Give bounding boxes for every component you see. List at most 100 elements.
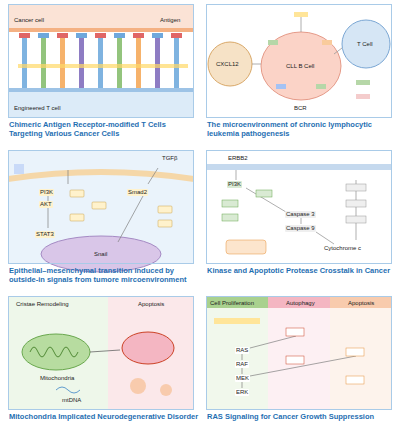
diagram-label: Cytochrome c bbox=[323, 245, 362, 252]
car-receptor bbox=[174, 36, 179, 88]
ground bbox=[206, 296, 268, 410]
kinase-illustration bbox=[206, 150, 392, 264]
car-receptor bbox=[98, 36, 103, 88]
vesicle bbox=[130, 378, 146, 394]
protein-box bbox=[92, 202, 106, 209]
wire bbox=[48, 168, 158, 242]
dna-strand bbox=[56, 387, 80, 393]
protein-box bbox=[158, 220, 172, 227]
membrane bbox=[206, 164, 392, 170]
car-receptor bbox=[22, 36, 27, 88]
membrane bbox=[8, 169, 194, 182]
caption: Mitochondria Implicated Neurodegenerativ… bbox=[9, 413, 199, 422]
protein-box bbox=[276, 84, 286, 89]
diagram-label: CLL B Cell bbox=[285, 63, 315, 70]
damaged-mitochondrion bbox=[122, 332, 174, 364]
caption: Epithelial–mesenchymal transition induce… bbox=[9, 267, 199, 284]
cll-illustration bbox=[206, 4, 392, 118]
ground bbox=[206, 150, 392, 264]
receptor bbox=[14, 164, 24, 174]
antigen bbox=[152, 33, 163, 38]
mitochondria-illustration bbox=[8, 296, 194, 410]
ground bbox=[268, 296, 330, 410]
protein-box bbox=[294, 12, 308, 17]
antigen bbox=[114, 33, 125, 38]
diagram-label: ERBB2 bbox=[227, 155, 249, 162]
column-header bbox=[268, 296, 330, 308]
car-receptor bbox=[155, 36, 160, 88]
antigen bbox=[57, 33, 68, 38]
diagram-label: Cristae Remodeling bbox=[15, 301, 70, 308]
caption: Kinase and Apoptotic Protease Crosstalk … bbox=[207, 267, 397, 276]
mitochondrion bbox=[22, 334, 90, 370]
diagram-label: Caspase 3 bbox=[285, 211, 316, 218]
kinase-box bbox=[222, 200, 238, 207]
protein-box bbox=[316, 84, 326, 89]
diagram-label: PI3K bbox=[227, 181, 242, 188]
diagram-label: Engineered T cell bbox=[13, 105, 61, 112]
protein-box bbox=[286, 356, 304, 364]
diagram-label: Cell Proliferation bbox=[209, 300, 255, 307]
car-receptor bbox=[60, 36, 65, 88]
thumbnail-frame: Epithelial–mesenchymal transition induce… bbox=[8, 150, 194, 264]
protein-box bbox=[322, 40, 332, 45]
car-receptors bbox=[18, 33, 188, 88]
emt-illustration bbox=[8, 150, 194, 272]
antigen bbox=[95, 33, 106, 38]
t-cell bbox=[8, 90, 194, 118]
ground bbox=[108, 296, 194, 410]
protein-box bbox=[356, 94, 370, 99]
protein-box bbox=[286, 328, 304, 336]
t-cell bbox=[342, 20, 390, 68]
membrane bbox=[8, 28, 194, 32]
kinase-box bbox=[222, 214, 238, 221]
diagram-label: CXCL12 bbox=[215, 61, 240, 68]
diagram-label: Snail bbox=[93, 251, 108, 258]
protein-box bbox=[268, 40, 278, 45]
ras-illustration bbox=[206, 296, 392, 410]
diagram-label: ERK bbox=[235, 389, 249, 396]
diagram-label: T Cell bbox=[356, 41, 374, 48]
antigen bbox=[38, 33, 49, 38]
column-header bbox=[330, 296, 392, 308]
caption: Chimeric Antigen Receptor-modified T Cel… bbox=[9, 121, 199, 138]
protein-box bbox=[356, 80, 370, 85]
signal-domain bbox=[18, 64, 188, 68]
diagram-label: Mitochondria bbox=[39, 375, 75, 382]
cancer-cell bbox=[8, 4, 194, 30]
diagram-label: TGFβ bbox=[161, 155, 178, 162]
diagram-label: MEK bbox=[235, 375, 250, 382]
protein-box bbox=[158, 206, 172, 213]
wire bbox=[252, 16, 342, 64]
diagram-label: RAS bbox=[235, 347, 249, 354]
protein-box bbox=[70, 214, 84, 221]
cll-cell bbox=[261, 32, 341, 100]
thumbnail-frame: Kinase and Apoptotic Protease Crosstalk … bbox=[206, 150, 392, 264]
wire bbox=[90, 350, 120, 352]
membrane bbox=[8, 88, 194, 92]
caption: The microenvironment of chronic lymphocy… bbox=[207, 121, 397, 138]
diagram-label: Antigen bbox=[159, 17, 181, 24]
ground bbox=[8, 4, 194, 118]
thumbnail-frame: RAS Signaling for Cancer Growth Suppress… bbox=[206, 296, 392, 410]
car-receptor bbox=[41, 36, 46, 88]
membrane bbox=[214, 318, 260, 324]
ground bbox=[330, 296, 392, 410]
diagram-label: RAF bbox=[235, 361, 249, 368]
diagram-label: Apoptosis bbox=[347, 300, 375, 307]
wire bbox=[242, 336, 356, 388]
antigen bbox=[19, 33, 30, 38]
protease-box bbox=[346, 184, 366, 191]
car-t-illustration bbox=[8, 4, 194, 118]
protein-box bbox=[346, 376, 364, 384]
antigen bbox=[133, 33, 144, 38]
diagram-label: Caspase 9 bbox=[285, 225, 316, 232]
mitochondrion bbox=[226, 240, 266, 254]
protease-box bbox=[346, 216, 366, 223]
car-receptor bbox=[117, 36, 122, 88]
diagram-label: Smad2 bbox=[127, 189, 148, 196]
ground bbox=[206, 4, 392, 118]
diagram-label: AKT bbox=[39, 201, 53, 208]
diagram-label: mtDNA bbox=[61, 397, 82, 404]
